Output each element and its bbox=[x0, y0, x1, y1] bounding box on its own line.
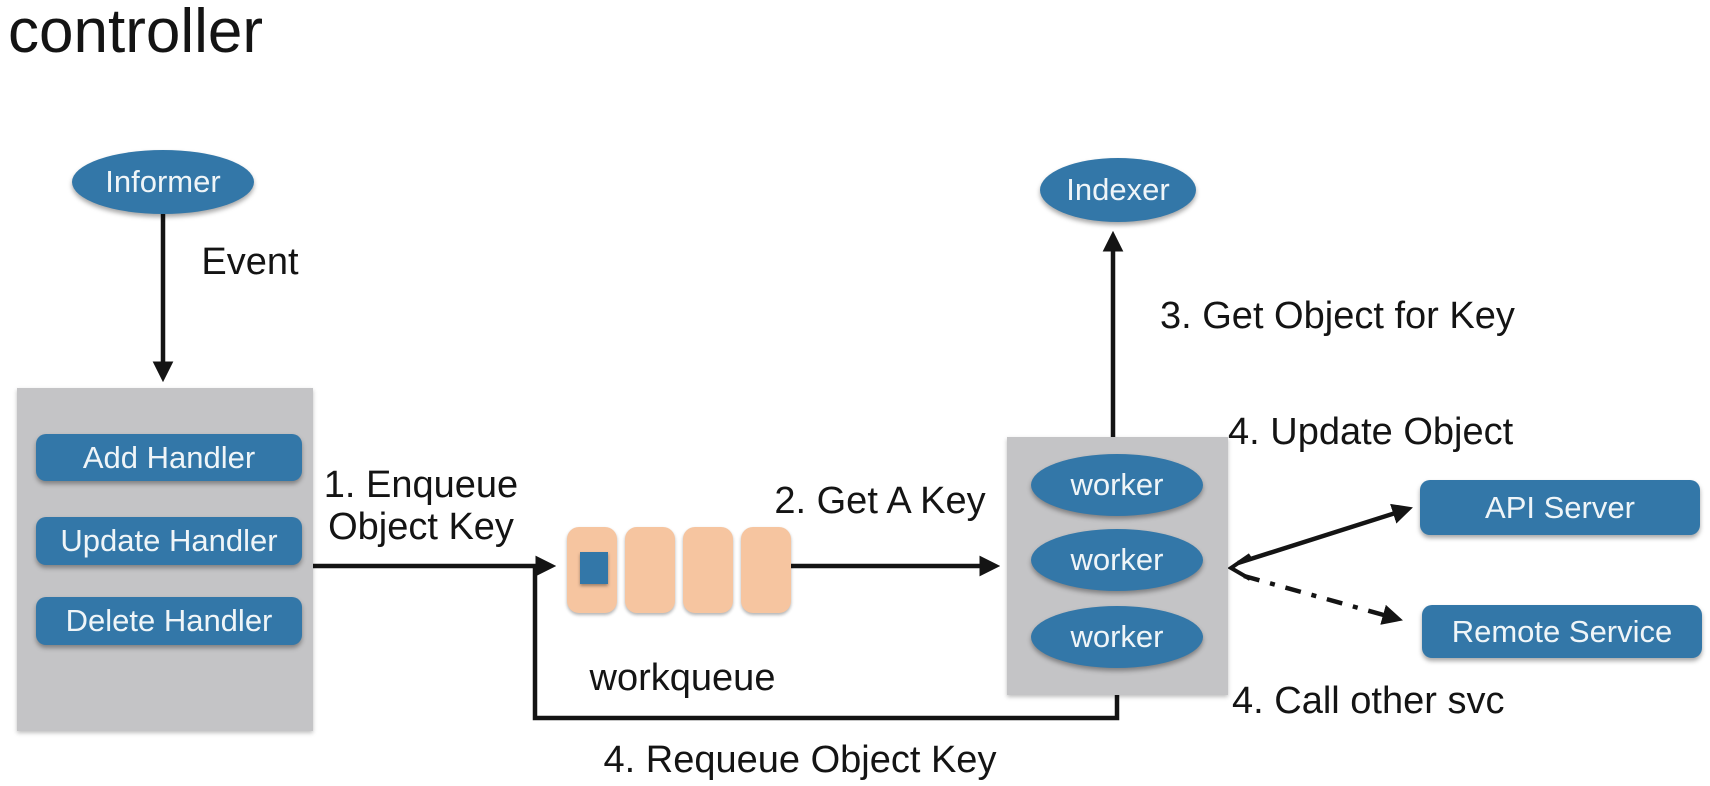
node-update-handler: Update Handler bbox=[36, 517, 302, 565]
label-call-other-svc: 4. Call other svc bbox=[1232, 680, 1505, 722]
update-object-arrow bbox=[1237, 503, 1413, 566]
label-event: Event bbox=[201, 241, 299, 283]
node-delete-handler: Delete Handler bbox=[36, 597, 302, 645]
label-enqueue-line1: 1. Enqueue bbox=[323, 464, 519, 506]
queued-key-marker bbox=[580, 552, 608, 584]
label-workqueue: workqueue bbox=[589, 657, 776, 699]
workqueue-cell bbox=[625, 527, 675, 613]
node-worker-2: worker bbox=[1031, 529, 1203, 591]
node-add-handler: Add Handler bbox=[36, 434, 302, 481]
label-get-object-for-key: 3. Get Object for Key bbox=[1160, 295, 1515, 337]
worker-side-arrowhead bbox=[1227, 553, 1252, 581]
page-title: controller bbox=[8, 0, 263, 66]
node-worker-3: worker bbox=[1031, 606, 1203, 668]
node-informer: Informer bbox=[72, 150, 254, 214]
label-get-a-key: 2. Get A Key bbox=[774, 480, 986, 522]
workqueue-cell bbox=[683, 527, 733, 613]
label-update-object: 4. Update Object bbox=[1228, 411, 1514, 453]
node-indexer: Indexer bbox=[1040, 158, 1196, 222]
workqueue-cell bbox=[567, 527, 617, 613]
node-worker-1: worker bbox=[1031, 454, 1203, 516]
workqueue-cell bbox=[741, 527, 791, 613]
label-enqueue-line2: Object Key bbox=[328, 506, 514, 548]
label-enqueue-object-key: 1. Enqueue Object Key bbox=[318, 464, 524, 548]
requeue-line bbox=[532, 568, 1120, 721]
node-api-server: API Server bbox=[1420, 480, 1700, 535]
call-other-svc-arrow bbox=[1243, 573, 1403, 625]
node-remote-service: Remote Service bbox=[1422, 605, 1702, 658]
label-requeue-object-key: 4. Requeue Object Key bbox=[603, 739, 997, 781]
